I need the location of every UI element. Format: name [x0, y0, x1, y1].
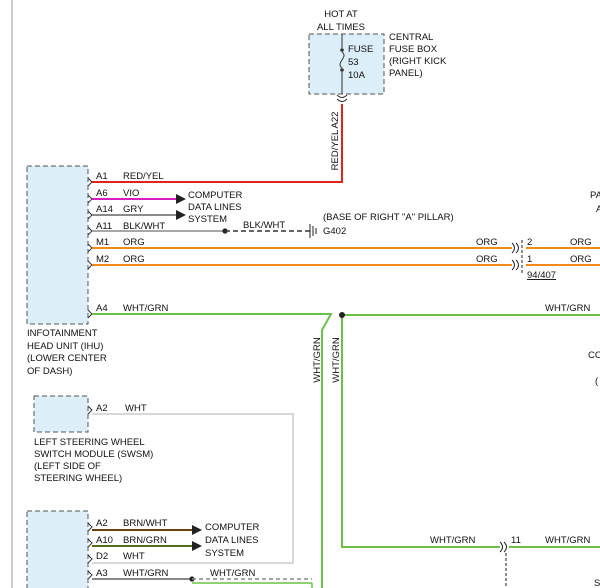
org-m1-left-label: ORG — [476, 237, 498, 248]
ihu-pin-a6: A6 — [96, 188, 108, 199]
lower-pin-d2: D2 — [96, 551, 108, 562]
connector-11-symbol — [499, 541, 507, 588]
arrow-gry — [176, 210, 186, 220]
lower-pin-a10: A10 — [96, 535, 113, 546]
wht-grn-vert-right-label: WHT/GRN — [331, 337, 342, 383]
lower-module — [26, 510, 89, 588]
ihu-name-3: (LOWER CENTER — [27, 353, 107, 364]
ihu-pin-a1: A1 — [96, 171, 108, 182]
arrow-brn-grn — [192, 541, 202, 551]
c11-left-label: WHT/GRN — [430, 535, 476, 546]
wire-wht-grn-a4 — [92, 313, 333, 588]
ihu-name-1: INFOTAINMENT — [27, 328, 98, 339]
swsm-name-3: (LEFT SIDE OF — [34, 461, 101, 472]
red-yel-vertical-label: RED/YEL — [330, 130, 341, 171]
infotainment-head-unit — [26, 165, 89, 325]
ihu-wire-a6: VIO — [123, 188, 139, 199]
fuse-symbol — [339, 34, 345, 94]
swsm-pin-a2: A2 — [96, 403, 108, 414]
central-fuse-box — [308, 33, 385, 95]
lower-computer-data-3: SYSTEM — [205, 548, 244, 559]
wht-grn-right-label: WHT/GRN — [545, 303, 591, 314]
lower-module-pin-ticks — [87, 522, 93, 580]
swsm-name-2: SWITCH MODULE (SWSM) — [34, 449, 153, 460]
wht-grn-vert-left-label: WHT/GRN — [312, 337, 323, 383]
fuse-box-name-1: CENTRAL — [389, 32, 433, 43]
ground-location: (BASE OF RIGHT "A" PILLAR) — [323, 212, 454, 223]
arrow-brn-wht — [192, 525, 202, 535]
org-m1-pin: 2 — [527, 237, 532, 248]
ihu-wire-a14: GRY — [123, 204, 144, 215]
right-edge-paren: ( — [595, 376, 599, 387]
lower-wire-d2: WHT — [123, 551, 145, 562]
ihu-computer-data-2: DATA LINES — [188, 202, 242, 213]
right-edge-s: S — [594, 578, 600, 588]
swsm-pin-tick — [87, 405, 93, 415]
ihu-wire-a1: RED/YEL — [123, 171, 164, 182]
ihu-pin-a14: A14 — [96, 204, 113, 215]
ihu-wire-a11: BLK/WHT — [123, 221, 165, 232]
swsm-name-1: LEFT STEERING WHEEL — [34, 437, 145, 448]
ihu-pin-a11: A11 — [96, 221, 112, 232]
right-edge-a: A — [596, 204, 600, 215]
ihu-name-2: HEAD UNIT (IHU) — [27, 341, 103, 352]
fuse-box-name-4: PANEL) — [389, 68, 423, 79]
ihu-wire-m2: ORG — [123, 254, 145, 265]
c11-right-label: WHT/GRN — [545, 535, 591, 546]
wire-red-yel — [92, 104, 343, 183]
right-edge-pa: PA — [590, 190, 600, 201]
ihu-computer-data-1: COMPUTER — [188, 190, 243, 201]
fuse-number: 53 — [348, 57, 359, 68]
fuse-rating: 10A — [348, 70, 366, 81]
lower-computer-data-2: DATA LINES — [205, 535, 259, 546]
wire-wht-swsm — [92, 413, 294, 564]
lower-pin-a2: A2 — [96, 518, 108, 529]
ground-wire-label: BLK/WHT — [243, 220, 285, 231]
org-m1-right-label: ORG — [570, 237, 592, 248]
lower-computer-data-1: COMPUTER — [205, 522, 260, 533]
lower-a3-right-label: WHT/GRN — [210, 568, 256, 579]
splice-dot-a4 — [339, 312, 345, 318]
right-edge-co: CO — [588, 350, 600, 361]
swsm-name-4: STEERING WHEEL) — [34, 473, 122, 484]
pin-a22: A22 — [330, 112, 341, 129]
ihu-pin-ticks — [87, 177, 93, 319]
ground-name: G402 — [323, 226, 346, 237]
c11-pin: 11 — [511, 535, 521, 546]
ihu-wire-m1: ORG — [123, 237, 145, 248]
wire-wht-grn-vertical — [341, 315, 500, 548]
ihu-pin-m2: M2 — [96, 254, 109, 265]
fuse-box-name-3: (RIGHT KICK — [389, 56, 447, 67]
arrow-vio — [176, 194, 186, 204]
lower-pin-a3: A3 — [96, 568, 108, 579]
ihu-name-4: OF DASH) — [27, 366, 72, 377]
ihu-computer-data-3: SYSTEM — [188, 214, 227, 225]
lower-wire-a3: WHT/GRN — [123, 568, 169, 579]
fuse-box-name-2: FUSE BOX — [389, 44, 438, 55]
connector-a22-symbol — [336, 94, 348, 102]
ground-icon — [309, 224, 317, 238]
org-m2-right-label: ORG — [570, 254, 592, 265]
connector-94-407-symbol — [511, 240, 523, 273]
steering-wheel-switch-module — [33, 395, 89, 433]
connector-94-407-name: 94/407 — [527, 270, 556, 281]
lower-wire-a10: BRN/GRN — [123, 535, 167, 546]
fuse-label: FUSE — [348, 44, 373, 55]
hot-at-label: HOT AT — [324, 9, 358, 20]
all-times-label: ALL TIMES — [317, 22, 365, 33]
swsm-wire-wht: WHT — [125, 403, 147, 414]
ihu-pin-m1: M1 — [96, 237, 109, 248]
org-m2-left-label: ORG — [476, 254, 498, 265]
ihu-pin-a4: A4 — [96, 303, 108, 314]
org-m2-pin: 1 — [527, 254, 532, 265]
ihu-wire-a4: WHT/GRN — [123, 303, 169, 314]
lower-wire-a2: BRN/WHT — [123, 518, 168, 529]
